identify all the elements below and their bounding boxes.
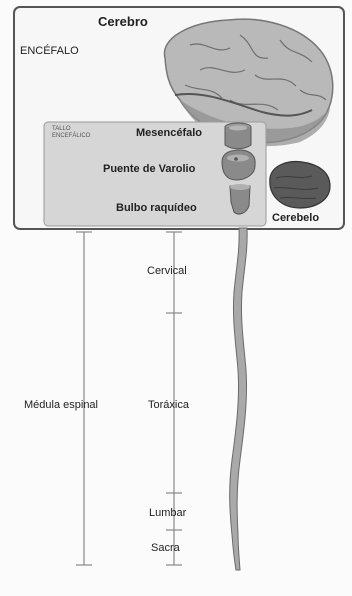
brainstem-label: TALLO ENCEFÁLICO	[52, 126, 92, 140]
pons-label: Puente de Varolio	[103, 164, 195, 175]
cerebellum-label: Cerebelo	[272, 213, 319, 224]
pons-illustration	[222, 150, 255, 180]
spinal-cord-label: Médula espinal	[24, 400, 98, 411]
medulla-illustration	[230, 184, 250, 214]
cerebellum-illustration	[270, 162, 330, 208]
thoracic-label: Toráxica	[148, 400, 189, 411]
midbrain-illustration	[225, 123, 251, 149]
encephalon-label: ENCÉFALO	[20, 46, 79, 57]
spinal-cord-illustration	[230, 228, 247, 570]
cervical-label: Cervical	[147, 266, 187, 277]
brainstem-label-line1: TALLO	[52, 126, 92, 133]
sacral-label: Sacra	[151, 543, 180, 554]
midbrain-label: Mesencéfalo	[136, 128, 202, 139]
cerebrum-label: Cerebro	[98, 15, 148, 28]
medulla-label: Bulbo raquídeo	[116, 203, 197, 214]
brainstem-label-line2: ENCEFÁLICO	[52, 133, 92, 140]
lumbar-label: Lumbar	[149, 508, 186, 519]
